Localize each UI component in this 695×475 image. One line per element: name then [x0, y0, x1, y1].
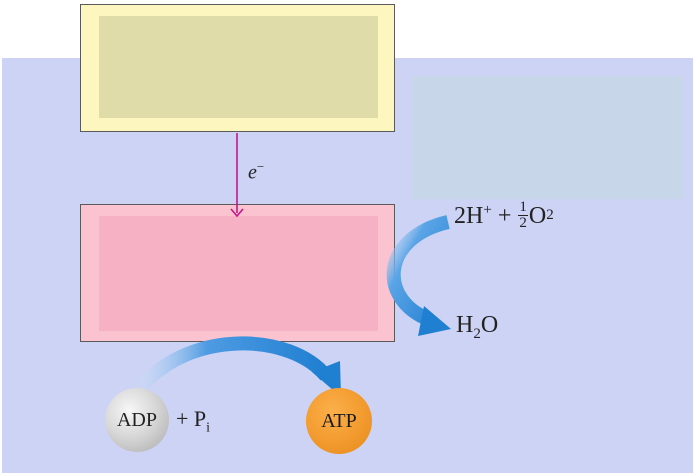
water-o-text: O [480, 312, 499, 338]
electron-symbol: e [248, 161, 257, 184]
fraction-denominator: 2 [519, 215, 527, 231]
reactant-plus-sign: + [497, 202, 512, 229]
top-box [80, 4, 395, 132]
adp-circle: ADP [105, 388, 169, 452]
atp-label: ATP [321, 409, 357, 432]
half-fraction: 1 2 [518, 200, 528, 231]
oxygen-subscript: 2 [546, 207, 554, 223]
hydrogen-ion-charge: + [483, 202, 492, 218]
hydrogen-ion-text: 2H [454, 203, 484, 229]
electron-charge: − [256, 159, 265, 174]
atp-circle: ATP [306, 388, 372, 454]
phosphate-label: + Pi [176, 408, 210, 435]
bottom-box [80, 204, 395, 342]
water-label: H2O [456, 313, 498, 342]
adp-label: ADP [116, 408, 157, 431]
oxygen-text: O [528, 202, 547, 229]
fraction-numerator: 1 [518, 199, 528, 216]
top-box-inner [99, 16, 378, 118]
phosphate-subscript: i [206, 420, 211, 436]
phosphate-text: + P [176, 406, 207, 431]
bottom-box-inner [99, 216, 378, 331]
hydrogen-ion-term: 2H+ [454, 202, 492, 229]
right-panel [412, 76, 684, 199]
water-h-text: H [456, 312, 474, 338]
electron-label: e− [248, 160, 264, 183]
water-h-subscript: 2 [473, 325, 481, 342]
